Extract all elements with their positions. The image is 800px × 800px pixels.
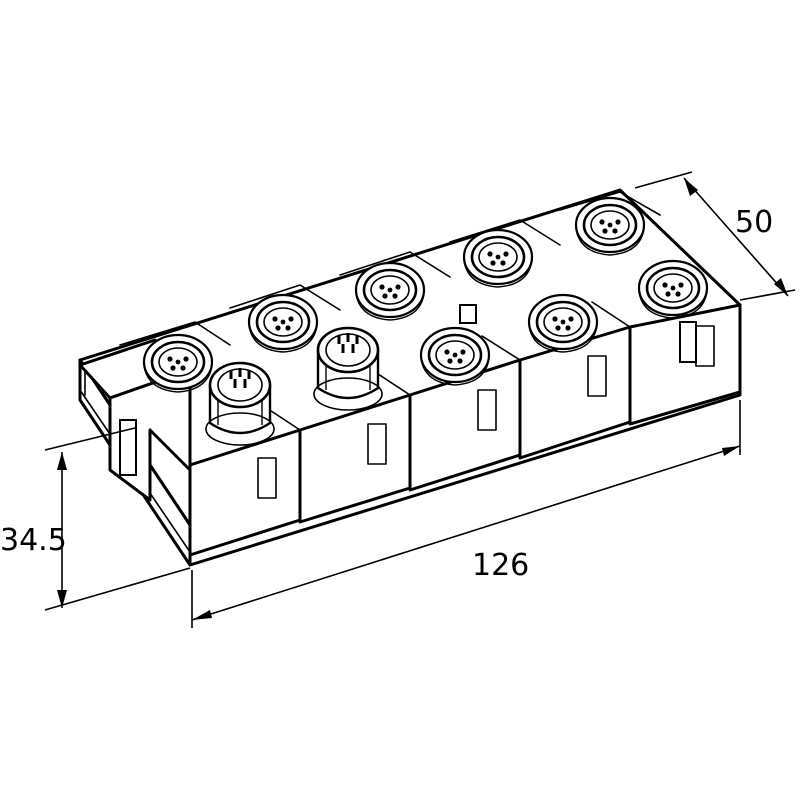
- height-dimension: 34.5: [0, 427, 191, 611]
- height-dimension-label: 34.5: [0, 523, 67, 558]
- rear-seats: [119, 191, 697, 363]
- female-socket-5: [574, 196, 646, 257]
- depth-dimension: 50: [634, 171, 796, 301]
- length-dimension: 126: [191, 400, 741, 628]
- front-modules: [149, 301, 742, 557]
- female-socket-6: [419, 326, 491, 387]
- depth-dimension-label: 50: [735, 205, 773, 240]
- female-socket-3: [354, 261, 426, 322]
- female-socket-2: [247, 293, 319, 354]
- length-dimension-label: 126: [472, 548, 529, 583]
- female-socket-1: [142, 333, 214, 394]
- female-socket-7: [527, 293, 599, 354]
- female-socket-4: [462, 228, 534, 289]
- female-socket-8: [637, 259, 709, 320]
